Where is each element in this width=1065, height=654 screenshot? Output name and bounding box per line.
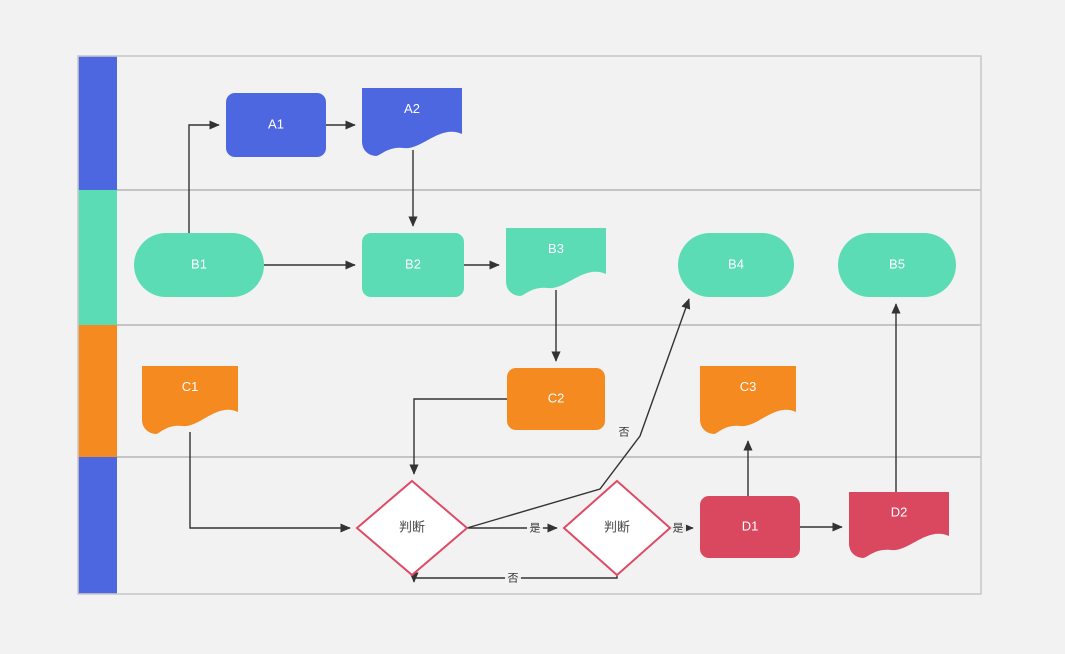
pool-outline: [77, 55, 982, 595]
edge-label-e-dec2-d1: 是: [670, 520, 686, 536]
node-shape-diamond[interactable]: [562, 479, 672, 577]
node-b5[interactable]: B5: [838, 233, 956, 297]
edge-b1-to-a1: [188, 120, 220, 233]
lane-color-bar-lane-a: [78, 56, 117, 190]
node-shape-rounded-rect[interactable]: [700, 496, 800, 558]
node-b2[interactable]: B2: [362, 233, 464, 297]
node-shape-document[interactable]: [506, 228, 606, 296]
edge-c1-to-dec1: [189, 432, 351, 533]
edge-c2-to-dec1: [409, 398, 507, 475]
edge-dec1-to-b4: [466, 298, 691, 529]
node-c2[interactable]: C2: [507, 368, 605, 430]
node-b1[interactable]: B1: [134, 233, 264, 297]
node-shape-document[interactable]: [142, 366, 238, 434]
edge-label-backing: [527, 520, 543, 536]
node-shape-document[interactable]: [700, 366, 796, 434]
node-shape-stadium[interactable]: [678, 233, 794, 297]
lane-color-bar-lane-d: [78, 457, 117, 594]
edge-label-backing: [505, 570, 521, 586]
node-shape-stadium[interactable]: [134, 233, 264, 297]
node-shape-diamond[interactable]: [355, 479, 469, 577]
edge-label-backing: [616, 424, 632, 440]
edge-label-e-dec2-dec1: 否: [505, 570, 521, 586]
edge-label-backing: [670, 520, 686, 536]
pool-border: [77, 55, 982, 595]
node-d1[interactable]: D1: [700, 496, 800, 558]
lane-color-bar-lane-c: [78, 325, 117, 457]
node-b4[interactable]: B4: [678, 233, 794, 297]
edge-label-e-dec1-dec2: 是: [527, 520, 543, 536]
node-shape-rounded-rect[interactable]: [226, 93, 326, 157]
node-a1[interactable]: A1: [226, 93, 326, 157]
lane-color-bars: [78, 56, 117, 594]
edges-layer: [188, 120, 901, 583]
lane-separators: [117, 189, 981, 458]
lane-color-bar-lane-b: [78, 190, 117, 325]
node-shape-document[interactable]: [849, 492, 949, 558]
edge-label-e-dec1-b4: 否: [616, 424, 632, 440]
node-shape-stadium[interactable]: [838, 233, 956, 297]
node-shape-document[interactable]: [362, 88, 462, 156]
node-shape-rounded-rect[interactable]: [507, 368, 605, 430]
node-shape-rounded-rect[interactable]: [362, 233, 464, 297]
